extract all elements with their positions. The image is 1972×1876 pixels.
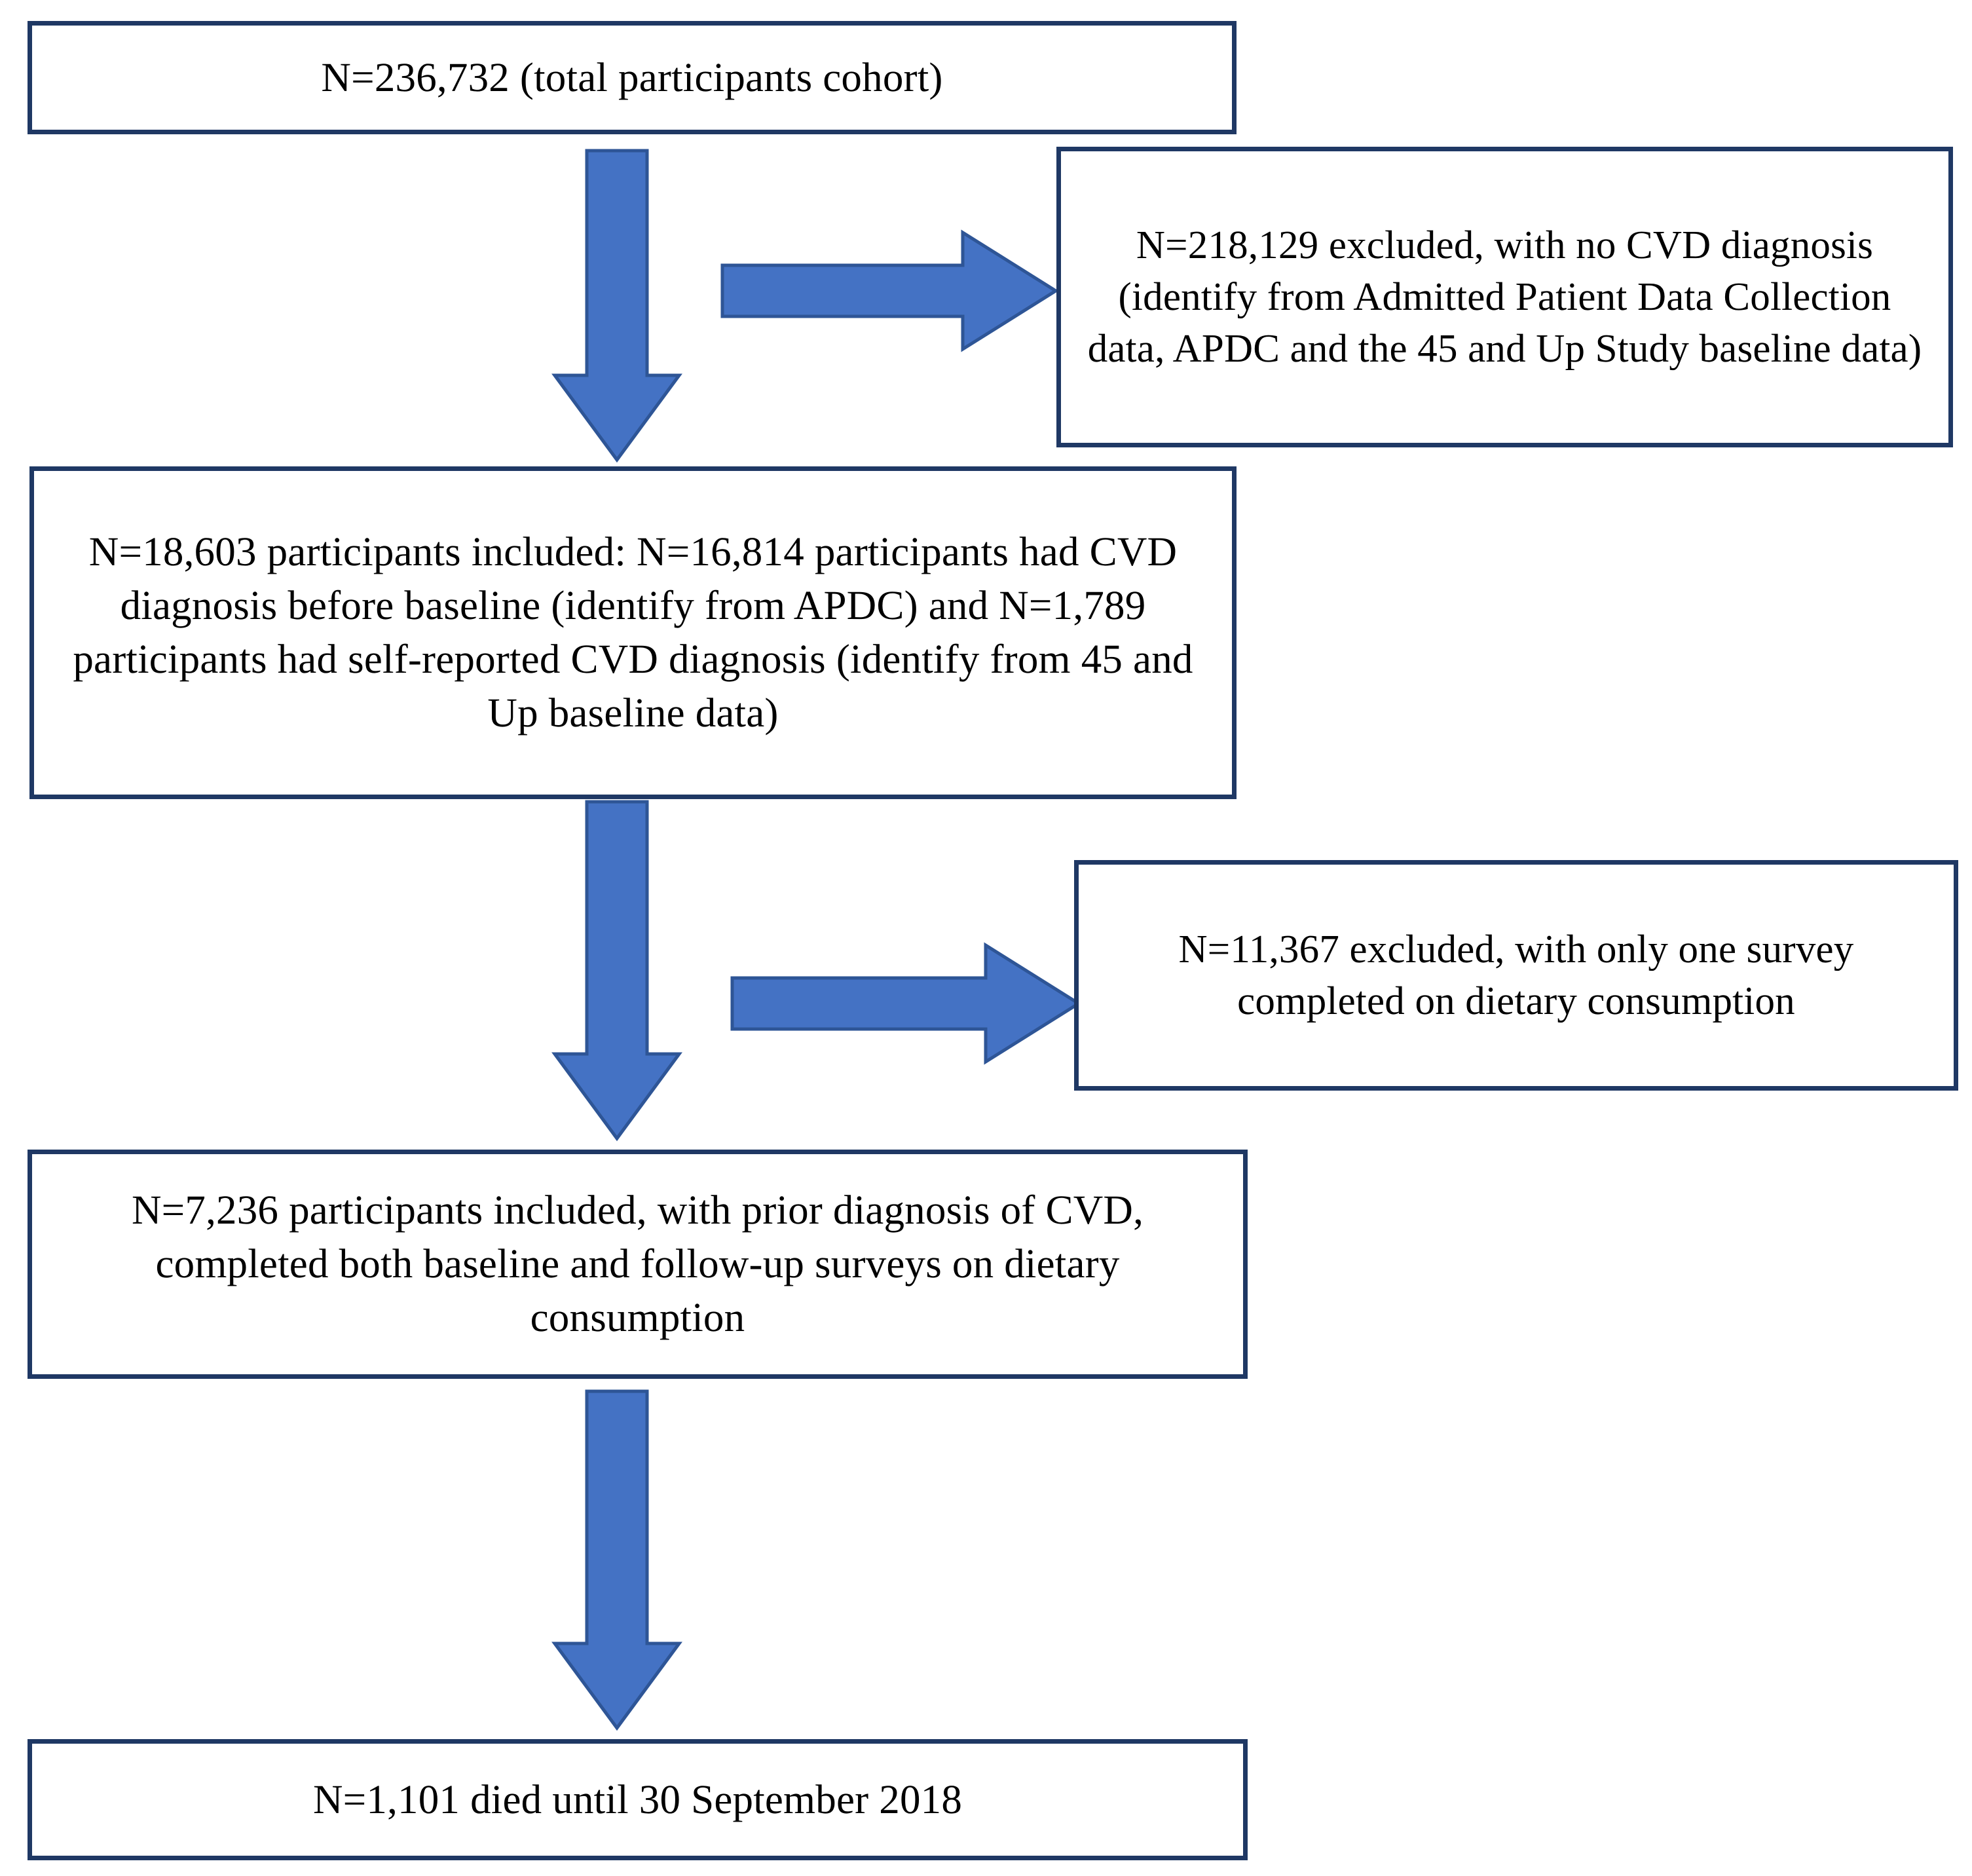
node-total-cohort: N=236,732 (total participants cohort) — [28, 21, 1237, 134]
down-arrow-icon-total-to-included — [551, 149, 682, 463]
down-arrow-icon-included-to-final — [551, 800, 682, 1142]
node-total-cohort-label: N=236,732 (total participants cohort) — [321, 54, 943, 100]
node-final-analytic-sample: N=7,236 participants included, with prio… — [28, 1150, 1248, 1379]
node-excluded-no-cvd: N=218,129 excluded, with no CVD diagnosi… — [1056, 147, 1953, 447]
right-arrow-icon-total-to-excluded — [720, 229, 1059, 352]
down-arrow-icon-final-to-deaths — [551, 1389, 682, 1731]
node-final-analytic-sample-label: N=7,236 participants included, with prio… — [131, 1187, 1144, 1340]
right-arrow-icon-included-to-excluded — [730, 942, 1082, 1065]
node-deaths-label: N=1,101 died until 30 September 2018 — [312, 1776, 963, 1822]
node-included-cvd-label: N=18,603 participants included: N=16,814… — [73, 529, 1193, 736]
node-deaths: N=1,101 died until 30 September 2018 — [28, 1739, 1248, 1860]
node-excluded-one-survey: N=11,367 excluded, with only one survey … — [1074, 860, 1958, 1091]
node-included-cvd: N=18,603 participants included: N=16,814… — [29, 466, 1237, 799]
node-excluded-one-survey-label: N=11,367 excluded, with only one survey … — [1178, 927, 1854, 1023]
node-excluded-no-cvd-label: N=218,129 excluded, with no CVD diagnosi… — [1087, 223, 1922, 371]
